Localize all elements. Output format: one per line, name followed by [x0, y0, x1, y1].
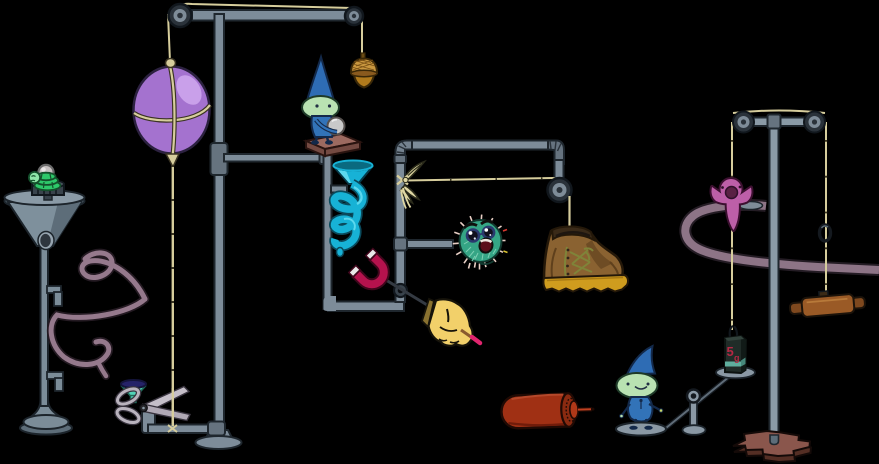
svg-text:5: 5 [727, 344, 734, 359]
svg-text:g: g [734, 353, 740, 363]
